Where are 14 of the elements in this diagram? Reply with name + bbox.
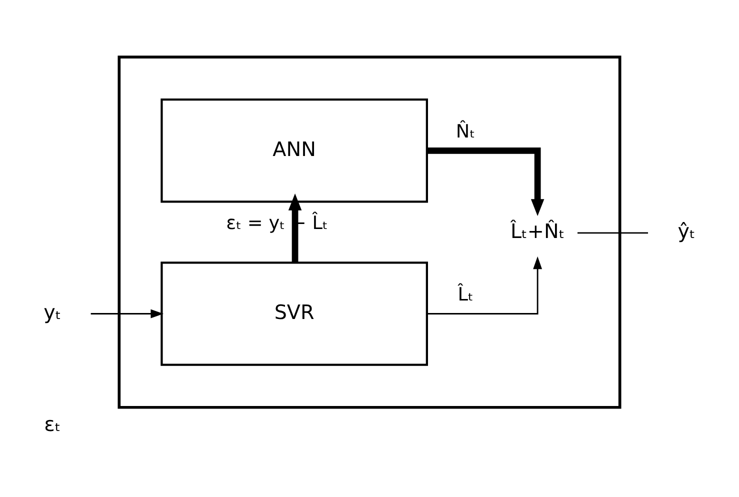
cluster xyxy=(118,56,622,409)
node-text: L̂ₜ+N̂ₜ xyxy=(510,220,565,244)
arrow xyxy=(288,193,302,263)
edge-label: L̂ₜ xyxy=(458,284,474,306)
edge-label: N̂ₜ xyxy=(456,121,476,142)
node-box: SVR xyxy=(160,262,428,366)
arrow xyxy=(426,256,542,314)
connector xyxy=(578,232,648,234)
label: εₜ xyxy=(44,413,61,436)
node-box: ANN xyxy=(160,98,428,203)
arrow xyxy=(426,147,544,216)
node-text: ŷₜ xyxy=(678,220,696,244)
node-text: yₜ xyxy=(44,300,62,324)
arrow xyxy=(90,309,164,318)
